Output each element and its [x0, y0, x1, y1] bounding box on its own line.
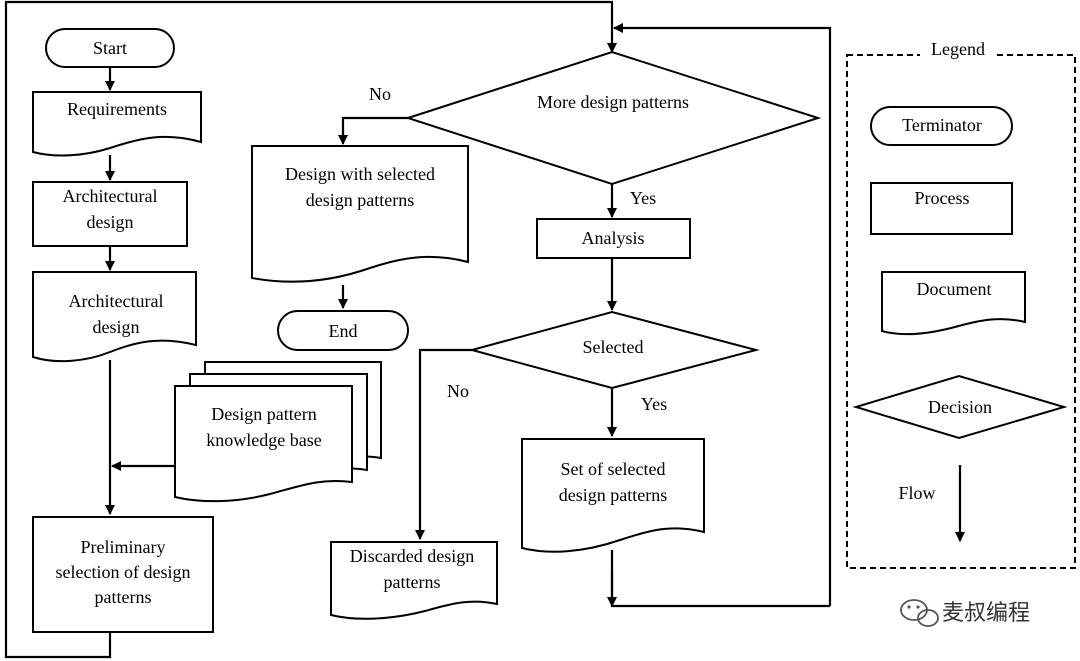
legend-process-label: Process — [915, 188, 970, 208]
knowledge-base-multidocument: Design pattern knowledge base — [174, 361, 382, 503]
end-terminator: End — [277, 310, 409, 351]
start-label: Start — [93, 38, 127, 58]
architectural-design-process-line2: design — [87, 212, 134, 232]
requirements-label: Requirements — [67, 99, 167, 119]
legend-process: Process — [870, 182, 1013, 235]
design-with-selected-line1: Design with selected — [285, 164, 435, 184]
architectural-design-document-line1: Architectural — [69, 291, 164, 311]
discarded-document: Discarded design patterns — [330, 541, 498, 620]
legend-decision-label: Decision — [928, 397, 992, 417]
wechat-icon — [900, 599, 939, 627]
architectural-design-document: Architectural design — [32, 271, 197, 363]
preliminary-selection-process: Preliminary selection of design patterns — [32, 516, 214, 633]
architectural-design-process: Architectural design — [32, 181, 188, 247]
edge-label-yes-selected: Yes — [641, 394, 667, 414]
discarded-line2: patterns — [384, 572, 441, 592]
watermark: 麦叔编程 — [900, 599, 1030, 627]
discarded-line1: Discarded design — [350, 546, 474, 566]
legend-terminator-label: Terminator — [902, 115, 982, 135]
preliminary-selection-line2: selection of design — [56, 562, 191, 582]
knowledge-base-line1: Design pattern — [211, 404, 316, 424]
knowledge-base-line2: knowledge base — [206, 430, 321, 450]
legend-flow-label: Flow — [898, 483, 935, 503]
selected-label: Selected — [583, 337, 644, 357]
more-design-patterns-label: More design patterns — [537, 92, 689, 112]
edge-label-no-selected: No — [447, 381, 469, 401]
legend-document: Document — [881, 271, 1026, 336]
legend-terminator: Terminator — [870, 106, 1013, 146]
edge-label-yes-more: Yes — [630, 188, 656, 208]
preliminary-selection-line1: Preliminary — [81, 537, 166, 557]
legend-flow: Flow — [898, 465, 965, 542]
start-terminator: Start — [45, 28, 175, 68]
design-with-selected-line2: design patterns — [306, 190, 414, 210]
more-design-patterns-decision: More design patterns — [404, 50, 822, 186]
connectors — [4, 0, 832, 659]
set-of-selected-line2: design patterns — [559, 485, 667, 505]
analysis-process: Analysis — [536, 218, 691, 259]
legend-decision: Decision — [852, 374, 1068, 440]
architectural-design-document-line2: design — [93, 317, 140, 337]
legend-title: Legend — [931, 39, 985, 59]
watermark-text: 麦叔编程 — [942, 601, 1030, 626]
legend: Legend Terminator Process Document Decis… — [846, 39, 1076, 569]
architectural-design-process-line1: Architectural — [63, 186, 158, 206]
preliminary-selection-line3: patterns — [95, 587, 152, 607]
edge-label-no-more: No — [369, 84, 391, 104]
end-label: End — [329, 321, 358, 341]
analysis-label: Analysis — [582, 228, 645, 248]
legend-document-label: Document — [917, 279, 992, 299]
selected-decision: Selected — [468, 310, 760, 390]
set-of-selected-document: Set of selected design patterns — [521, 438, 705, 553]
requirements-document: Requirements — [32, 91, 202, 157]
set-of-selected-line1: Set of selected — [561, 459, 666, 479]
design-with-selected-document: Design with selected design patterns — [251, 145, 469, 283]
